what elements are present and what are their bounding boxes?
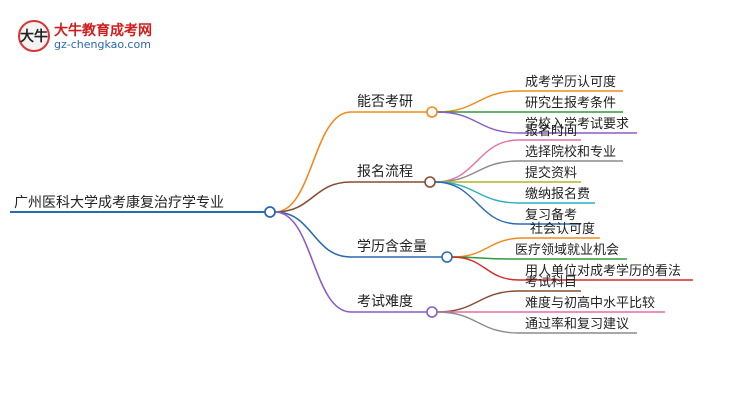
branch-label[interactable]: 学历含金量 (357, 239, 427, 255)
child-label[interactable]: 缴纳报名费 (525, 186, 590, 202)
child-label[interactable]: 通过率和复习建议 (525, 316, 629, 332)
child-label[interactable]: 成考学历认可度 (525, 74, 616, 90)
child-label[interactable]: 学校入学考试要求 (525, 116, 629, 132)
child-connector (434, 160, 520, 183)
child-label[interactable]: 选择院校和专业 (525, 144, 616, 160)
child-label[interactable]: 提交资料 (525, 165, 577, 181)
root-label: 广州医科大学成考康复治疗学专业 (14, 194, 224, 211)
child-label[interactable]: 用人单位对成考学历的看法 (525, 263, 681, 279)
branch-connector (274, 181, 352, 213)
branch-label[interactable]: 报名流程 (357, 164, 413, 180)
child-label[interactable]: 社会认可度 (530, 221, 595, 237)
child-connector (434, 139, 520, 183)
child-label[interactable]: 报名时间 (525, 123, 577, 139)
child-connector (434, 181, 520, 225)
root-node-circle[interactable] (264, 206, 276, 218)
branch-node-circle[interactable] (424, 176, 436, 188)
child-label[interactable]: 医疗领域就业机会 (515, 243, 619, 258)
child-label[interactable]: 复习备考 (525, 207, 577, 223)
child-connector (451, 237, 525, 258)
child-connector (434, 181, 520, 204)
child-connector (436, 290, 520, 313)
branch-node-circle[interactable] (426, 306, 438, 318)
child-connector (451, 256, 520, 281)
branch-node-circle[interactable] (426, 106, 438, 118)
branch-node-circle[interactable] (441, 251, 453, 263)
branch-connector (274, 211, 352, 258)
logo-mark-icon: 大牛 (18, 20, 50, 52)
child-connector (436, 111, 520, 134)
brand-url[interactable]: gz-chengkao.com (54, 38, 151, 51)
child-connector (436, 311, 520, 334)
site-logo[interactable]: 大牛 大牛教育成考网 gz-chengkao.com (18, 18, 188, 58)
branch-label[interactable]: 能否考研 (357, 94, 413, 110)
branch-connector (274, 211, 352, 313)
child-connector (436, 90, 520, 113)
branch-label[interactable]: 考试难度 (357, 294, 413, 310)
branch-connector (274, 111, 352, 213)
child-label[interactable]: 研究生报考条件 (525, 95, 616, 111)
child-label[interactable]: 难度与初高中水平比较 (525, 295, 655, 311)
child-label[interactable]: 考试科目 (525, 275, 577, 290)
brand-name: 大牛教育成考网 (54, 23, 152, 39)
